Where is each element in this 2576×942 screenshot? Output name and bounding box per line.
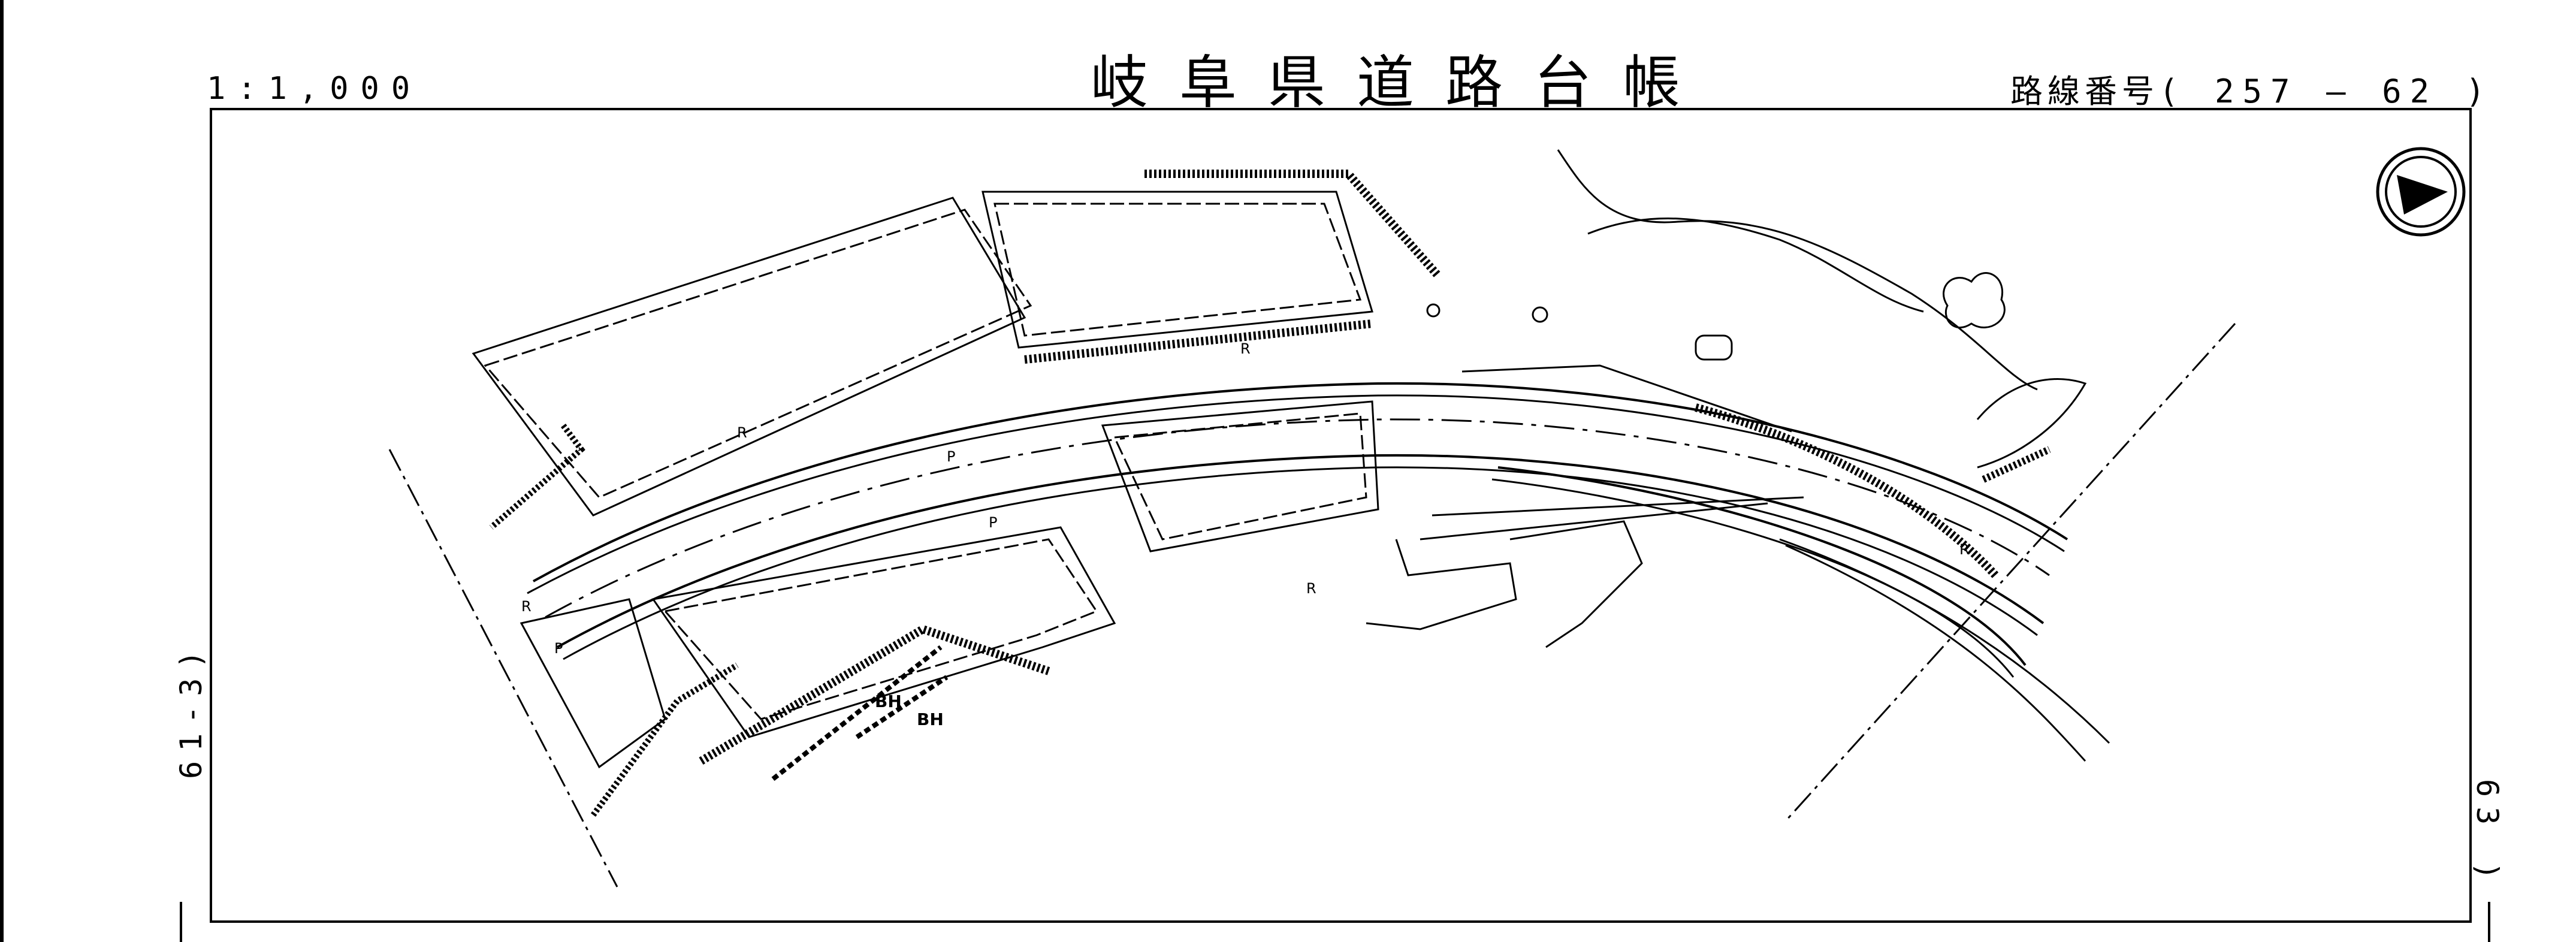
page-title: 岐阜県道路台帳 [1091,49,1711,116]
retaining-wall [1144,170,1442,279]
road-edge-outer [533,382,2068,582]
retaining-wall [1024,319,1373,364]
tree-cluster [1943,272,2006,328]
retaining-wall [590,662,739,817]
road-label-r4: R [521,598,531,615]
right-adjacent-sheet-ref: 63 ) [2470,779,2505,890]
survey-line [1432,496,1804,517]
left-ref-tick [180,902,182,942]
road-curve-lower [1497,466,2027,666]
survey-line [1420,502,1768,541]
bh-label-1: BH [875,692,902,711]
road-label-r2: R [1240,340,1251,357]
parcel-outline [472,197,1026,517]
right-ref-tick [2488,902,2490,942]
utility-pole [1532,306,1548,323]
road-curve-lower-2 [1491,478,2015,678]
hill-contour [1976,378,2087,469]
parcel-outline [520,598,666,769]
road-side-strip [489,424,585,530]
hill-contour [1587,218,1924,313]
map-scale: 1:1,000 [207,71,422,107]
parcel-outline [1113,412,1367,541]
retaining-wall [771,645,943,781]
road-centerline [545,418,2050,618]
boundary-line [388,449,618,887]
road-edge-inner-2 [563,466,2038,660]
parcel-outline [1101,400,1379,552]
road-label-r5: R [1959,541,1970,558]
left-margin-rule [0,0,4,942]
road-edge-inner [557,454,2045,648]
route-number: 257 [2215,73,2299,110]
route-sheet-number: 62 [2382,73,2438,110]
left-adjacent-sheet-ref: 61-3) [174,641,209,779]
parcel-outline [982,191,1373,349]
road-label-p1: P [947,448,955,465]
parcel-outline [993,203,1362,337]
north-arrow-icon [2376,147,2466,237]
map-frame-bottom-rule [210,920,2472,923]
retaining-wall [855,675,949,739]
parcel-outline [484,209,1032,499]
retaining-wall [699,624,1050,765]
road-label-p3: P [989,514,997,531]
manhole-symbol [1695,334,1733,361]
road-side-strip [1461,364,1792,433]
route-open-paren: ( [2159,73,2187,110]
parcel-outline [651,526,1116,738]
road-label-r1: R [737,424,747,441]
site-building [1509,520,1643,648]
road-curve-lower-4 [1785,544,2086,762]
utility-pole [1426,303,1440,318]
road-edge-outer-2 [527,394,2065,594]
parcel-outline [663,538,1098,720]
route-number-label: 路線番号( 257 — 62 ) [2010,65,2493,112]
road-curve-lower-3 [1779,538,2110,744]
road-plan-drawing: BH BH R R R R R P P P [388,147,2466,887]
road-label-r3: R [1306,580,1316,597]
retaining-wall [1982,446,2051,483]
route-separator: — [2326,73,2354,110]
site-building [1366,539,1517,630]
hill-contour [1557,149,2038,391]
road-label-p2: P [554,640,563,657]
route-close-paren: ) [2465,73,2494,110]
boundary-line [1784,322,2236,822]
route-label-text: 路線番号 [2010,73,2159,110]
retaining-wall [1695,403,1999,578]
bh-label-2: BH [917,709,944,729]
